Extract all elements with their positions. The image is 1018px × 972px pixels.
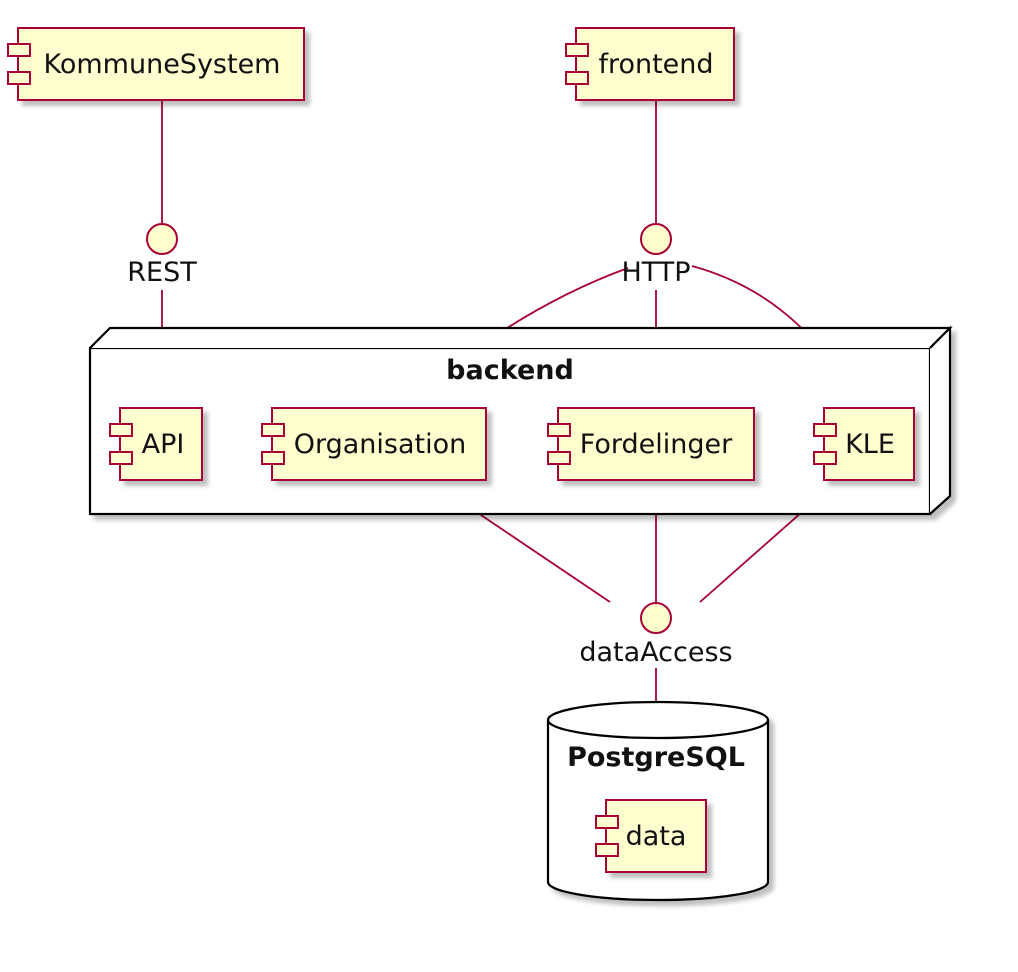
component-kle-label: KLE: [845, 429, 895, 460]
component-kommunesystem-label: KommuneSystem: [43, 49, 280, 80]
interface-http: HTTP: [621, 223, 691, 288]
interface-http-label: HTTP: [621, 257, 690, 288]
component-icon: [261, 423, 285, 437]
component-fordelinger-label: Fordelinger: [580, 429, 733, 460]
component-kommunesystem[interactable]: KommuneSystem: [7, 27, 305, 101]
component-frontend[interactable]: frontend: [565, 27, 735, 101]
component-data[interactable]: data: [595, 799, 707, 873]
component-frontend-label: frontend: [598, 49, 713, 80]
component-icon: [109, 423, 133, 437]
component-icon: [547, 423, 571, 437]
component-icon: [109, 451, 133, 465]
component-organisation-label: Organisation: [294, 429, 467, 460]
component-organisation[interactable]: Organisation: [261, 407, 487, 481]
interface-rest: REST: [124, 223, 200, 288]
component-icon: [261, 451, 285, 465]
component-icon: [595, 815, 619, 829]
postgresql-title: PostgreSQL: [567, 742, 745, 773]
component-icon: [565, 43, 589, 57]
component-icon: [7, 43, 31, 57]
component-api-label: API: [142, 429, 185, 460]
interface-dataaccess-label: dataAccess: [579, 637, 732, 668]
component-icon: [813, 423, 837, 437]
component-fordelinger[interactable]: Fordelinger: [547, 407, 755, 481]
interface-dataaccess: dataAccess: [579, 602, 733, 668]
interface-dataaccess-circle: [640, 602, 672, 634]
component-icon: [813, 451, 837, 465]
interface-rest-circle: [146, 223, 178, 255]
component-kle[interactable]: KLE: [813, 407, 915, 481]
component-icon: [547, 451, 571, 465]
component-api[interactable]: API: [109, 407, 203, 481]
backend-title: backend: [446, 355, 574, 386]
component-icon: [565, 71, 589, 85]
interface-http-circle: [640, 223, 672, 255]
component-icon: [595, 843, 619, 857]
interface-rest-label: REST: [127, 257, 197, 288]
component-data-label: data: [626, 821, 687, 852]
component-icon: [7, 71, 31, 85]
